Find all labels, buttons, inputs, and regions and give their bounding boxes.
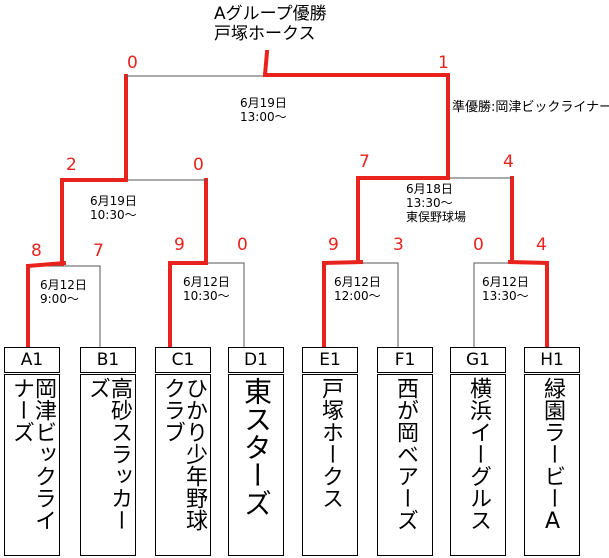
team-a1-box: 岡津ビックライナーズ <box>4 374 60 556</box>
team-c1-code: C1 <box>155 347 211 373</box>
r1m4-date: 6月12日 <box>482 275 529 289</box>
final-time: 13:00～ <box>240 110 287 124</box>
r1m4-win-bar <box>507 259 550 266</box>
semi1-score-left: 2 <box>66 155 77 175</box>
champion-group-label: Aグループ優勝 <box>214 4 327 24</box>
team-h1-name: 緑園ラービーA <box>540 377 565 534</box>
r1m2-time: 10:30～ <box>183 289 230 303</box>
semi1-time: 10:30～ <box>90 208 137 222</box>
semi2-score-left: 7 <box>359 152 370 172</box>
semi2-time: 13:30～ <box>406 196 453 210</box>
team-a1-code: A1 <box>4 347 60 373</box>
r1m3-score-right: 3 <box>393 235 404 255</box>
champion-stem <box>262 49 270 78</box>
team-f1-box: 西が岡ベアーズ <box>377 374 433 556</box>
team-h1-box: 緑園ラービーA <box>524 374 580 556</box>
semi2-venue: 東俣野球場 <box>406 210 467 224</box>
r1m1-win-bar <box>25 260 67 269</box>
r1m2-match-info: 6月12日 10:30～ <box>183 275 230 303</box>
team-c1-box: ひかり少年野球クラブ <box>155 374 211 556</box>
r1m4-time: 13:30～ <box>482 289 529 303</box>
team-b1-name: 高砂スラッカーズ <box>85 377 132 531</box>
champion-title: Aグループ優勝 戸塚ホークス <box>214 4 327 44</box>
runner-up-label: 準優勝:岡津ビックライナーズ <box>452 100 609 115</box>
final-score-left: 0 <box>127 53 138 73</box>
champion-team-name: 戸塚ホークス <box>214 24 316 44</box>
r1m4-match-info: 6月12日 13:30～ <box>482 275 529 303</box>
team-g1-code: G1 <box>450 347 506 373</box>
team-g1-box: 横浜イーグルス <box>450 374 506 556</box>
final-match-info: 6月19日 13:00～ <box>240 96 287 124</box>
team-a1-name: 岡津ビックライナーズ <box>9 377 56 531</box>
team-g1-name: 横浜イーグルス <box>466 377 491 531</box>
team-c1-name: ひかり少年野球クラブ <box>160 377 207 531</box>
r1m3-match-info: 6月12日 12:00～ <box>334 275 381 303</box>
final-date: 6月19日 <box>240 96 287 110</box>
r1m2-date: 6月12日 <box>183 275 230 289</box>
team-d1-code: D1 <box>228 347 284 373</box>
team-e1-name: 戸塚ホークス <box>318 377 343 509</box>
r1m4-score-right: 4 <box>536 235 547 255</box>
team-e1-box: 戸塚ホークス <box>302 374 358 556</box>
r1m1-score-right: 7 <box>93 241 104 261</box>
team-f1-code: F1 <box>377 347 433 373</box>
semi2-match-info: 6月18日 13:30～ 東俣野球場 <box>406 182 466 224</box>
semi1-date: 6月19日 <box>90 194 137 208</box>
final-score-right: 1 <box>438 53 449 73</box>
r1m2-score-left: 9 <box>174 235 185 255</box>
r1m3-win-bar <box>321 259 364 266</box>
r1m3-score-left: 9 <box>328 235 339 255</box>
team-b1-box: 高砂スラッカーズ <box>80 374 136 556</box>
team-d1-box: 東スターズ <box>228 374 284 556</box>
r1m3-date: 6月12日 <box>334 275 381 289</box>
r1m3-time: 12:00～ <box>334 289 381 303</box>
semi1-match-info: 6月19日 10:30～ <box>90 194 137 222</box>
team-f1-name: 西が岡ベアーズ <box>393 377 418 531</box>
team-e1-code: E1 <box>302 347 358 373</box>
team-h1-code: H1 <box>524 347 580 373</box>
r1m4-score-left: 0 <box>473 235 484 255</box>
semi1-score-right: 0 <box>193 155 204 175</box>
r1m1-date: 6月12日 <box>40 278 87 292</box>
team-d1-name: 東スターズ <box>240 377 273 517</box>
r1m1-time: 9:00～ <box>40 292 79 306</box>
r1m1-match-info: 6月12日 9:00～ <box>40 278 87 306</box>
r1m2-score-right: 0 <box>237 235 248 255</box>
semi2-score-right: 4 <box>503 152 514 172</box>
semi2-date: 6月18日 <box>406 182 453 196</box>
team-b1-code: B1 <box>80 347 136 373</box>
r1m1-score-left: 8 <box>31 241 42 261</box>
